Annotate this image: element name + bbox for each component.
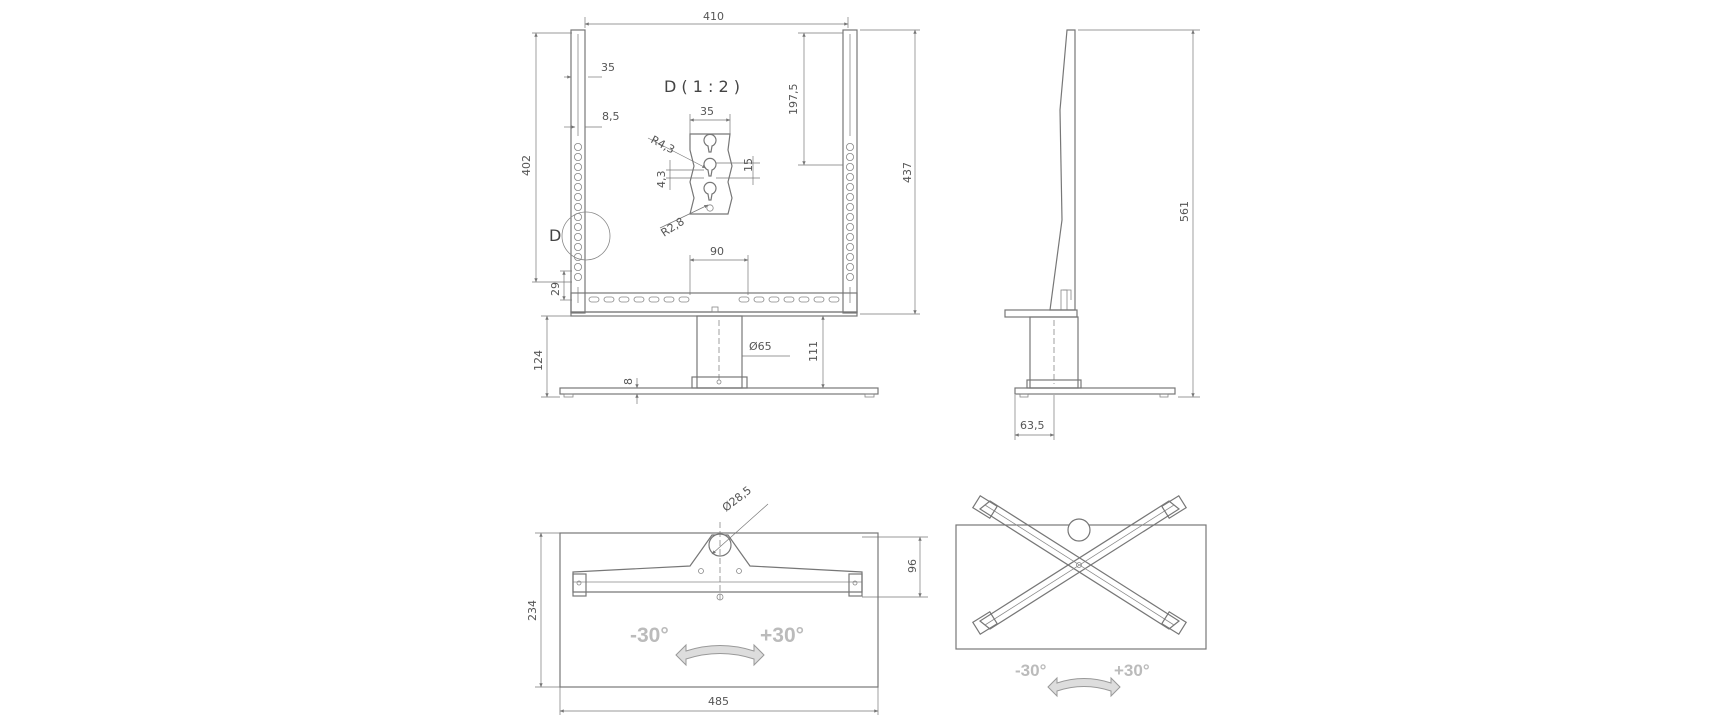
detail-d: D ( 1 : 2 ) 35 R4,3 4,3 15 R2,8 (647, 77, 760, 240)
dim-offset-63-5: 63,5 (1020, 419, 1045, 432)
detail-title: D ( 1 : 2 ) (664, 77, 740, 96)
top-base-plate (559, 532, 879, 688)
rotation-right-plus-label: +30° (1114, 661, 1150, 680)
dim-width-485: 485 (708, 695, 729, 708)
dim-height-437: 437 (901, 162, 914, 183)
front-view: D 410 35 8,5 402 29 197,5 437 (520, 10, 920, 404)
side-base (1014, 387, 1176, 395)
dim-width-410: 410 (703, 10, 724, 23)
dim-offset-8-5: 8,5 (602, 110, 620, 123)
dim-depth-96: 96 (906, 559, 919, 573)
detail-dim-43: 4,3 (655, 171, 668, 189)
dim-height-124: 124 (532, 350, 545, 371)
right-upright-holes (846, 142, 854, 282)
cross-bar (570, 292, 858, 313)
rotation-minus-label: -30° (630, 624, 669, 647)
dim-plate-8: 8 (622, 378, 635, 385)
dim-column-111: 111 (807, 341, 820, 362)
detail-r28: R2,8 (659, 215, 687, 240)
top-right-base-plate (955, 524, 1207, 650)
dim-offset-35: 35 (601, 61, 615, 74)
side-upright (1049, 29, 1076, 311)
dim-column-dia: Ø65 (749, 340, 772, 353)
dim-height-561: 561 (1178, 201, 1191, 222)
detail-keyholes (703, 133, 717, 212)
detail-r43: R4,3 (649, 133, 677, 156)
dim-dia-28-5: Ø28,5 (720, 484, 754, 515)
dim-spacing-90: 90 (710, 245, 724, 258)
dim-depth-234: 234 (526, 600, 539, 621)
cross-bar-slots (588, 296, 840, 303)
detail-dim-35: 35 (700, 105, 714, 118)
rotation-right-minus-label: -30° (1015, 661, 1047, 680)
detail-d-circle (561, 211, 611, 261)
dim-height-29: 29 (549, 282, 562, 296)
dim-height-402: 402 (520, 155, 533, 176)
rotation-arrow-right-icon (1047, 676, 1121, 698)
swivel-plate (570, 311, 858, 317)
left-upright-holes (574, 142, 582, 282)
bracket-arm-2 (978, 500, 1181, 630)
top-view-right: -30° +30° (955, 494, 1207, 698)
dim-height-197-5: 197,5 (787, 84, 800, 116)
detail-dim-15: 15 (742, 158, 755, 172)
right-upright (842, 29, 858, 314)
side-view: 561 63,5 (1004, 29, 1200, 440)
rotation-plus-label: +30° (760, 624, 804, 647)
top-bracket (572, 534, 863, 593)
top-right-column-circle (1067, 518, 1091, 542)
left-upright (570, 29, 586, 314)
base-plate (559, 387, 879, 395)
top-view-left: Ø28,5 96 234 485 -30° +30° (526, 484, 928, 715)
rotation-arrow-icon (675, 643, 765, 667)
bracket-arm-1 (978, 500, 1181, 630)
detail-plate (689, 133, 733, 215)
detail-d-marker: D (549, 226, 561, 245)
side-swivel-arm (1004, 309, 1078, 318)
